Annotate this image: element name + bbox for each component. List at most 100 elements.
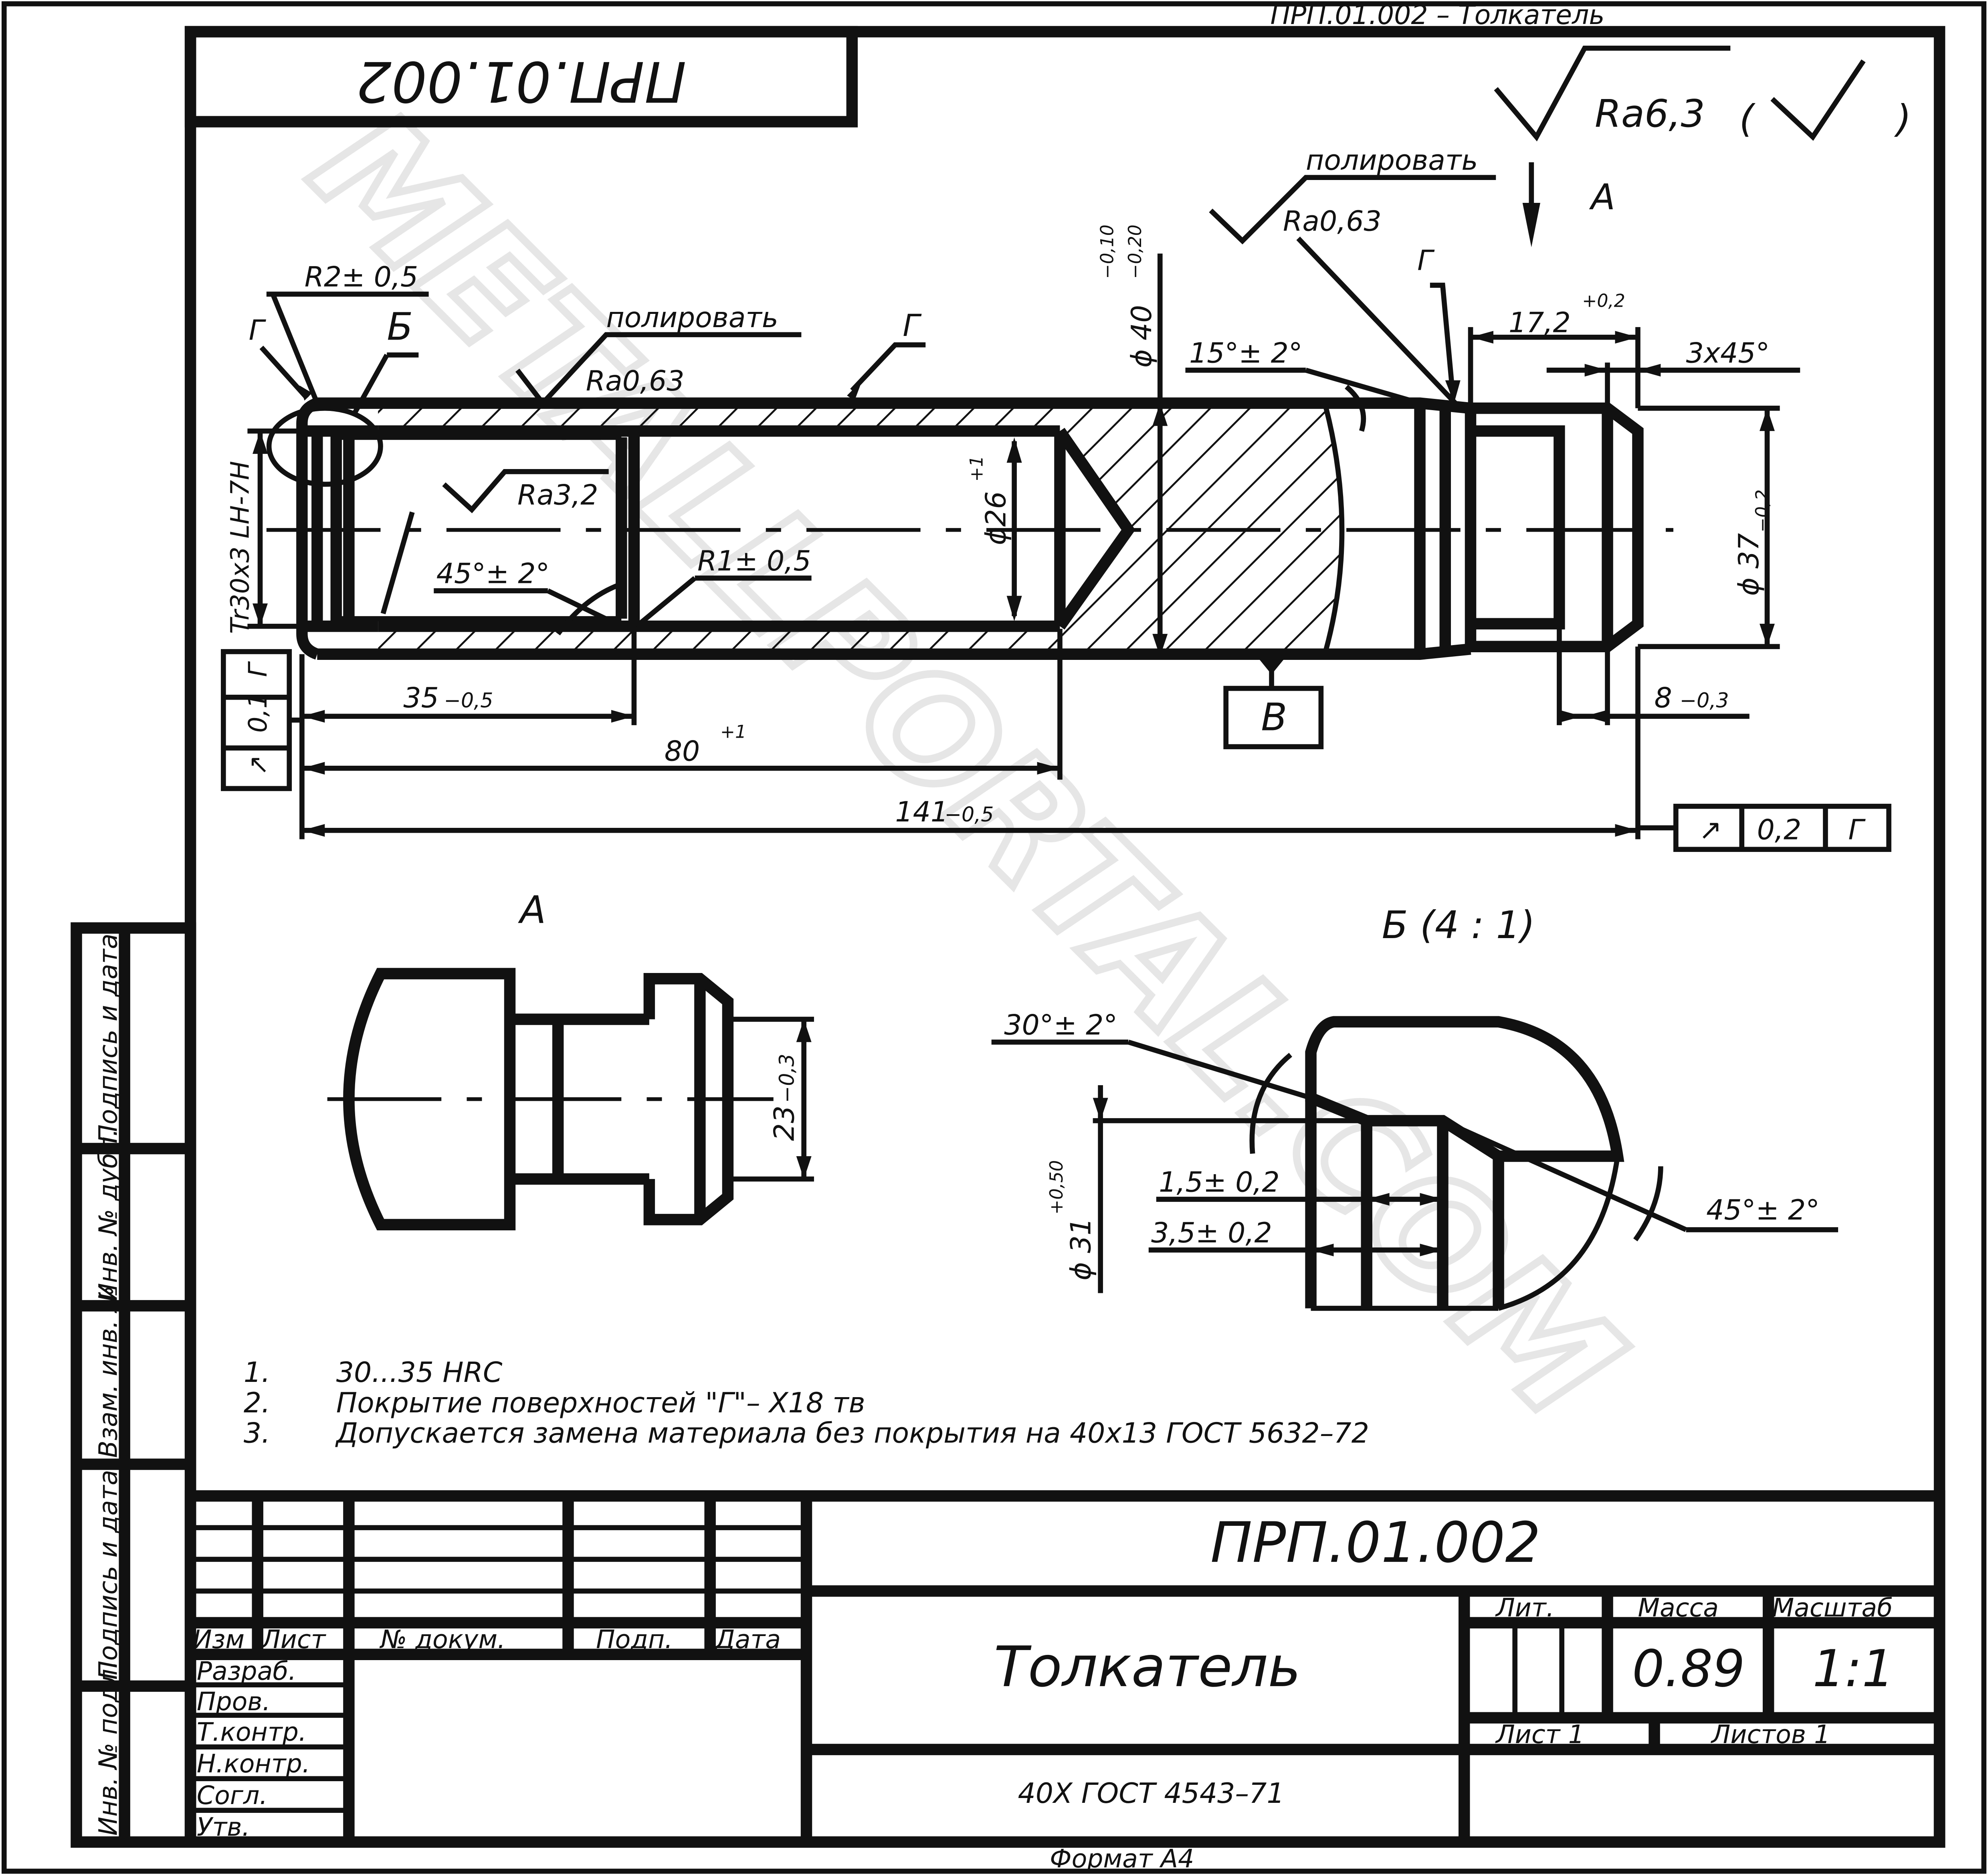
svg-text:R2± 0,5: R2± 0,5: [305, 261, 418, 293]
svg-text:Взам. инв. №: Взам. инв. №: [93, 1286, 123, 1458]
svg-text:Г: Г: [1417, 245, 1435, 277]
svg-text:+1: +1: [967, 455, 987, 481]
svg-text:Инв. № подл.: Инв. № подл.: [93, 1661, 123, 1836]
svg-text:Подпись и дата: Подпись и дата: [93, 1470, 123, 1680]
svg-text:17,2: 17,2: [1509, 307, 1571, 339]
svg-text:3,5± 0,2: 3,5± 0,2: [1151, 1217, 1272, 1249]
main-annotations: полировать Ra0,63 Г R2± 0,5 Г Б Ra3,2 45…: [221, 144, 1891, 852]
svg-text:В: В: [1261, 695, 1287, 739]
main-part: [266, 397, 1673, 660]
svg-text:Б (4 : 1): Б (4 : 1): [1382, 903, 1535, 947]
svg-text:Дата: Дата: [714, 1624, 781, 1654]
svg-text:−0,5: −0,5: [444, 689, 493, 712]
svg-text:−0,3: −0,3: [1680, 689, 1729, 712]
svg-text:+1: +1: [720, 722, 746, 742]
doc-code: ПРП.01.002: [1210, 1510, 1541, 1575]
svg-text:1,5± 0,2: 1,5± 0,2: [1159, 1166, 1280, 1199]
svg-text:45°± 2°: 45°± 2°: [436, 558, 550, 590]
svg-text:Ra0,63: Ra0,63: [1283, 205, 1382, 238]
svg-text:−0,10: −0,10: [1097, 225, 1117, 279]
svg-text:−0,2: −0,2: [1752, 489, 1773, 533]
svg-text:(: (: [1739, 97, 1756, 141]
svg-text:Ra6,3: Ra6,3: [1595, 92, 1705, 136]
svg-text:ϕ 40: ϕ 40: [1125, 305, 1158, 368]
part-name: Толкатель: [994, 1634, 1301, 1699]
svg-text:↗: ↗: [1699, 813, 1722, 846]
svg-text:2.: 2.: [244, 1387, 270, 1419]
roughness-general: Ra6,3 ( ): [1494, 45, 1911, 142]
svg-text:0.89: 0.89: [1632, 1639, 1745, 1698]
side-stamp: Инв. № подл. Подпись и дата Взам. инв. №…: [71, 922, 196, 1848]
svg-text:Пров.: Пров.: [197, 1687, 271, 1716]
svg-text:Покрытие поверхностей "Г"– Х18: Покрытие поверхностей "Г"– Х18 тв: [336, 1387, 865, 1419]
svg-text:−0,3: −0,3: [775, 1054, 798, 1103]
svg-text:Г: Г: [249, 314, 267, 346]
svg-text:1:1: 1:1: [1812, 1639, 1894, 1698]
svg-text:Г: Г: [903, 308, 922, 343]
svg-text:№ докум.: № докум.: [379, 1624, 505, 1654]
svg-text:30...35 HRC: 30...35 HRC: [336, 1356, 503, 1389]
svg-text:Н.контр.: Н.контр.: [197, 1749, 310, 1778]
svg-text:Tr30x3 LH-7H: Tr30x3 LH-7H: [225, 461, 255, 634]
mirror-code: ПРП.01.002: [356, 49, 686, 114]
svg-text:Разраб.: Разраб.: [197, 1656, 296, 1686]
top-title: ПРП.01.002 – Толкатель: [1270, 0, 1604, 30]
view-a: А 23 −0,3: [327, 888, 814, 1230]
svg-text:Г: Г: [1848, 813, 1866, 846]
svg-text:ϕ 31: ϕ 31: [1065, 1218, 1097, 1280]
svg-text:Инв. № дубл.: Инв. № дубл.: [93, 1129, 123, 1302]
svg-text:ϕ 37: ϕ 37: [1733, 533, 1765, 596]
svg-text:Лит.: Лит.: [1495, 1593, 1554, 1622]
svg-text:А: А: [1589, 176, 1615, 218]
material: 40Х ГОСТ 4543–71: [1018, 1777, 1285, 1810]
svg-text:Допускается замена материала б: Допускается замена материала без покрыти…: [335, 1417, 1369, 1450]
svg-text:3x45°: 3x45°: [1686, 337, 1770, 369]
svg-text:15°± 2°: 15°± 2°: [1189, 337, 1303, 369]
svg-text:Листов 1: Листов 1: [1711, 1719, 1830, 1749]
svg-text:8: 8: [1655, 682, 1672, 714]
svg-text:30°± 2°: 30°± 2°: [1004, 1009, 1117, 1041]
svg-text:0,2: 0,2: [1757, 813, 1802, 846]
svg-text:+0,50: +0,50: [1047, 1160, 1067, 1215]
svg-text:полировать: полировать: [1306, 144, 1478, 177]
svg-text:1.: 1.: [244, 1356, 270, 1389]
svg-text:Лист 1: Лист 1: [1495, 1719, 1584, 1749]
svg-text:Ra0,63: Ra0,63: [586, 365, 685, 397]
svg-text:45°± 2°: 45°± 2°: [1706, 1194, 1820, 1226]
svg-text:−0,5: −0,5: [945, 803, 994, 826]
mirror-code-box: [184, 26, 858, 127]
svg-text:Лист: Лист: [261, 1624, 326, 1654]
detail-b: Б (4 : 1) 30°± 2° 45°± 2° ϕ 31 +0,50 1,5…: [991, 903, 1838, 1311]
format-label: Формат А4: [1050, 1844, 1194, 1873]
svg-text:0,1: 0,1: [243, 692, 273, 733]
svg-text:141: 141: [895, 796, 948, 828]
svg-text:Подп.: Подп.: [596, 1624, 673, 1654]
svg-text:А: А: [517, 888, 546, 932]
tech-notes: 1. 30...35 HRC 2. Покрытие поверхностей …: [244, 1356, 1369, 1450]
svg-text:Подпись и дата: Подпись и дата: [93, 934, 123, 1144]
svg-text:23: 23: [768, 1106, 800, 1141]
svg-text:3.: 3.: [244, 1417, 270, 1450]
svg-text:Т.контр.: Т.контр.: [197, 1717, 307, 1747]
svg-text:Масса: Масса: [1638, 1593, 1719, 1622]
svg-text:полировать: полировать: [606, 301, 778, 334]
svg-text:): ): [1894, 97, 1911, 141]
svg-text:↗: ↗: [243, 754, 273, 776]
svg-text:R1± 0,5: R1± 0,5: [697, 545, 811, 577]
svg-text:Б: Б: [387, 305, 413, 349]
svg-text:Г: Г: [243, 661, 273, 677]
svg-text:ϕ26: ϕ26: [980, 491, 1012, 545]
title-block: Изм Лист № докум. Подп. Дата Разраб. Про…: [184, 1490, 1946, 1848]
svg-text:Утв.: Утв.: [197, 1812, 250, 1842]
svg-text:35: 35: [403, 682, 439, 714]
svg-text:+0,2: +0,2: [1582, 291, 1625, 311]
svg-text:Ra3,2: Ra3,2: [517, 479, 598, 512]
svg-text:Масштаб: Масштаб: [1772, 1593, 1893, 1622]
svg-text:Согл.: Согл.: [197, 1780, 268, 1810]
view-a-arrow: А: [1522, 162, 1615, 247]
svg-text:80: 80: [665, 735, 700, 767]
svg-text:Изм: Изм: [193, 1624, 244, 1654]
svg-text:−0,20: −0,20: [1125, 225, 1146, 279]
